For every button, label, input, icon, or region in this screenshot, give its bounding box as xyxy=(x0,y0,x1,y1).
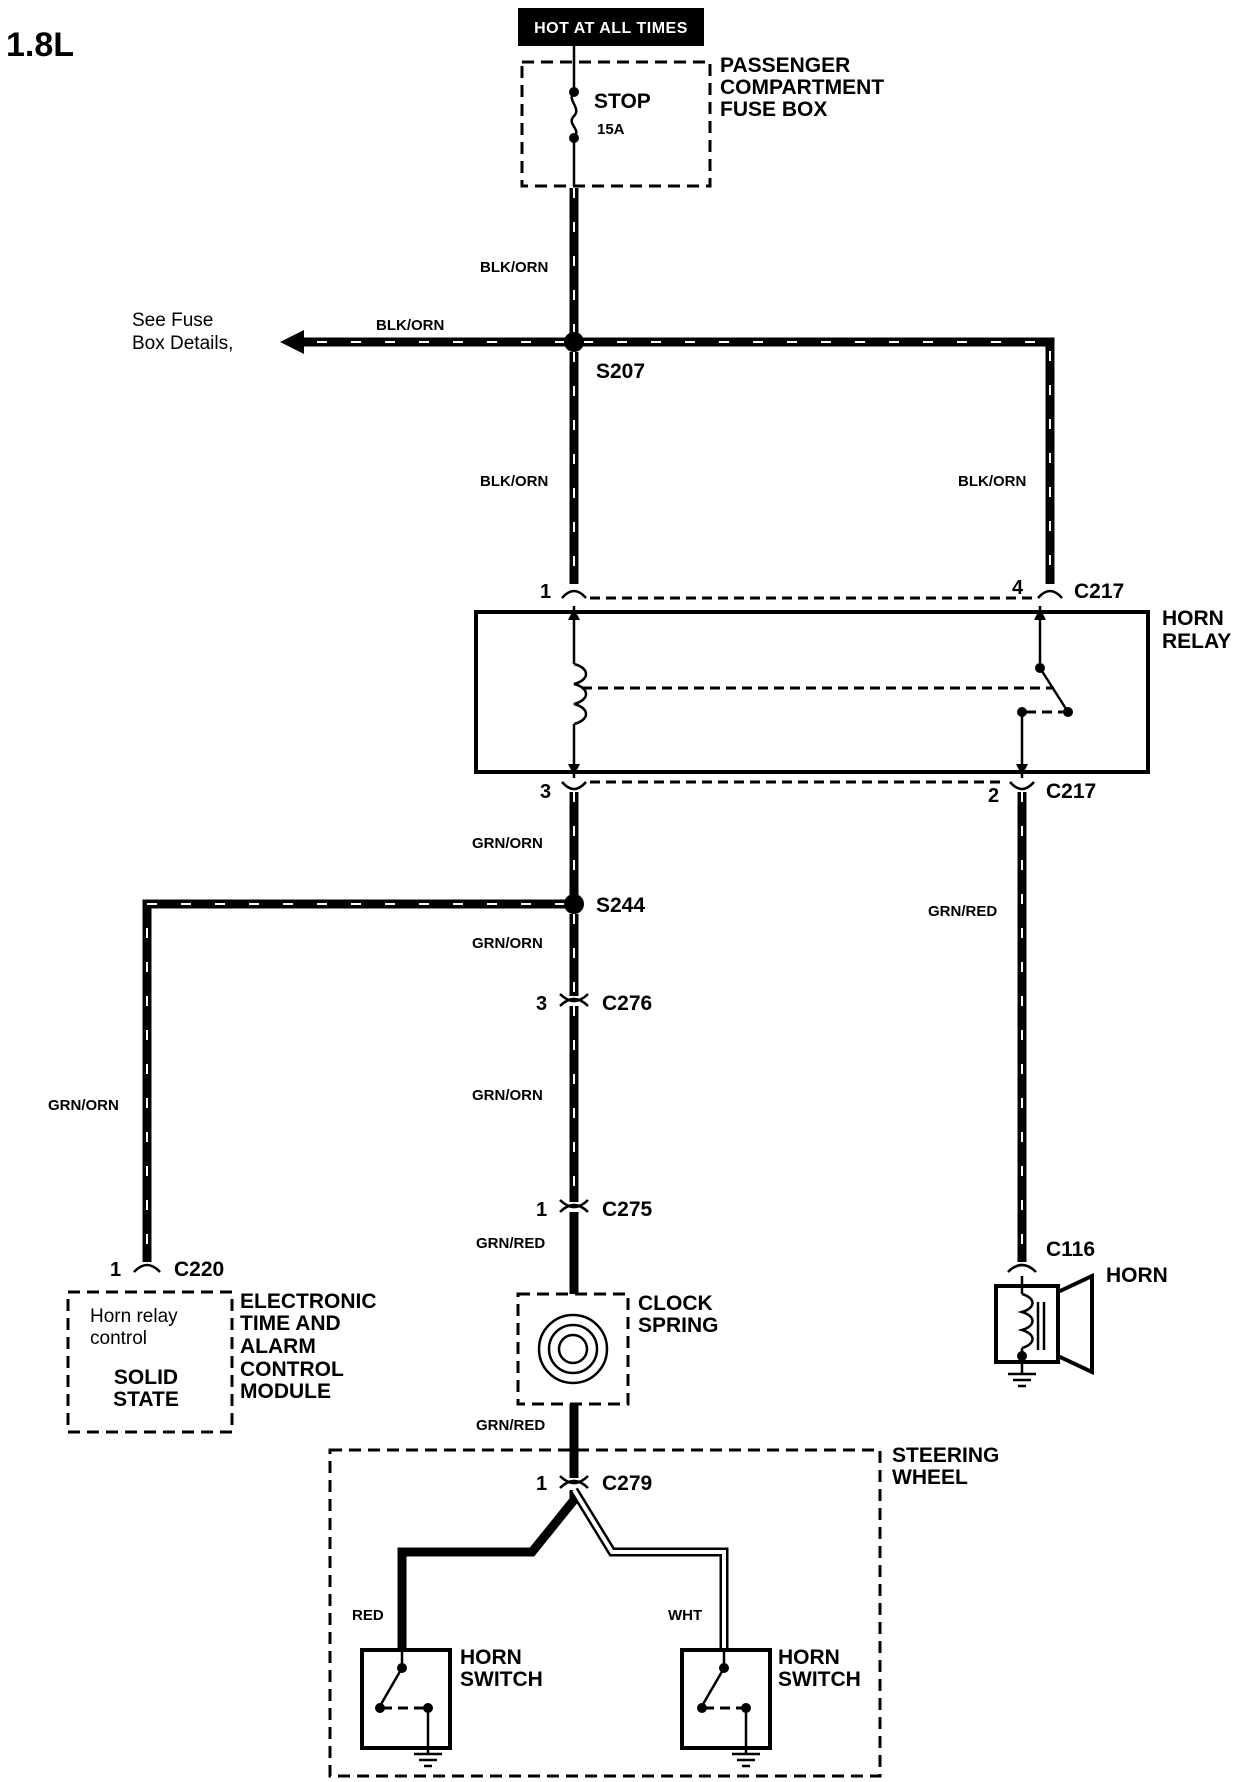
wire-label-red: RED xyxy=(352,1607,384,1624)
wire-label-blk-orn-2: BLK/ORN xyxy=(376,317,444,334)
pin-1-c220: 1 xyxy=(110,1259,121,1281)
horn-switch-right xyxy=(680,1648,772,1768)
splice-s244-label: S244 xyxy=(596,894,645,917)
see-fuse-line-2: Box Details, xyxy=(132,333,233,354)
module-label-2: TIME AND xyxy=(240,1312,341,1335)
splice-s207 xyxy=(564,332,584,352)
passenger-fuse-box: STOP 15A xyxy=(520,60,712,188)
module-label-1: ELECTRONIC xyxy=(240,1290,377,1313)
horn-switch-right-label-2: SWITCH xyxy=(778,1668,861,1691)
horn-relay xyxy=(474,606,1150,778)
connector-c279-label: C279 xyxy=(602,1472,652,1495)
connector-c220 xyxy=(133,1263,161,1273)
wire-label-grn-orn-1: GRN/ORN xyxy=(472,835,543,852)
horn-switch-left xyxy=(360,1648,452,1768)
horn-relay-label-1: HORN xyxy=(1162,607,1224,630)
wire-label-blk-orn-1: BLK/ORN xyxy=(480,259,548,276)
horn-switch-left-label-1: HORN xyxy=(460,1646,522,1669)
connector-c220-label: C220 xyxy=(174,1258,224,1281)
connector-c217-bottom-label: C217 xyxy=(1046,780,1096,803)
pin-1-top: 1 xyxy=(540,581,551,603)
module-label-4: CONTROL xyxy=(240,1358,344,1381)
wire-label-blk-orn-3: BLK/ORN xyxy=(480,473,548,490)
arrow-left-icon xyxy=(280,330,304,354)
connector-c276 xyxy=(559,993,589,1007)
connector-c217-top-label: C217 xyxy=(1074,580,1124,603)
splice-s244 xyxy=(564,894,584,914)
wire-label-grn-red-right: GRN/RED xyxy=(928,903,997,920)
wire-label-grn-red-1: GRN/RED xyxy=(476,1235,545,1252)
connector-c217-bottom xyxy=(561,780,1035,791)
electronic-time-alarm-module: Horn relay control SOLID STATE xyxy=(66,1290,234,1434)
horn-relay-label-2: RELAY xyxy=(1162,630,1231,653)
clock-spring-label-1: CLOCK xyxy=(638,1292,713,1315)
module-inner-line-2: control xyxy=(90,1328,147,1349)
see-fuse-line-1: See Fuse xyxy=(132,310,213,331)
module-state-line-1: SOLID xyxy=(114,1366,178,1389)
steering-wheel-label-1: STEERING xyxy=(892,1444,999,1467)
module-inner-line-1: Horn relay xyxy=(90,1306,178,1327)
fuse-rating: 15A xyxy=(597,121,625,138)
horn xyxy=(994,1272,1094,1388)
connector-c276-label: C276 xyxy=(602,992,652,1015)
splice-s207-label: S207 xyxy=(596,360,645,383)
wire-label-grn-orn-3: GRN/ORN xyxy=(472,1087,543,1104)
module-label-3: ALARM xyxy=(240,1335,316,1358)
clock-spring-label-2: SPRING xyxy=(638,1314,719,1337)
fuse-name: STOP xyxy=(594,90,651,113)
clock-spring xyxy=(516,1292,630,1406)
wire-label-grn-orn-left: GRN/ORN xyxy=(48,1097,119,1114)
fuse-box-label-2: COMPARTMENT xyxy=(720,76,884,99)
pin-1-c279: 1 xyxy=(536,1473,547,1495)
fuse-box-label-1: PASSENGER xyxy=(720,54,850,77)
connector-c217-top xyxy=(561,589,1063,600)
pin-1-c275: 1 xyxy=(536,1199,547,1221)
connector-c275 xyxy=(559,1199,589,1213)
hot-at-all-times-header: HOT AT ALL TIMES xyxy=(518,8,704,46)
module-label-5: MODULE xyxy=(240,1380,331,1403)
engine-title: 1.8L xyxy=(6,26,74,64)
steering-wheel xyxy=(328,1448,882,1778)
connector-c116-label: C116 xyxy=(1046,1238,1095,1261)
wire-label-wht: WHT xyxy=(668,1607,702,1624)
pin-3-top: 3 xyxy=(540,781,551,803)
horn-switch-left-label-2: SWITCH xyxy=(460,1668,543,1691)
header-label: HOT AT ALL TIMES xyxy=(534,20,688,37)
horn-switch-right-label-1: HORN xyxy=(778,1646,840,1669)
wire-label-grn-red-2: GRN/RED xyxy=(476,1417,545,1434)
connector-c116 xyxy=(1007,1263,1037,1273)
horn-label: HORN xyxy=(1106,1264,1168,1287)
pin-2: 2 xyxy=(988,785,999,807)
connector-c275-label: C275 xyxy=(602,1198,653,1221)
wire-label-blk-orn-4: BLK/ORN xyxy=(958,473,1026,490)
steering-wheel-label-2: WHEEL xyxy=(892,1466,968,1489)
pin-4: 4 xyxy=(1012,577,1024,599)
pin-3-c276: 3 xyxy=(536,993,547,1015)
module-state-line-2: STATE xyxy=(113,1388,179,1411)
fuse-box-label-3: FUSE BOX xyxy=(720,98,827,121)
connector-c279 xyxy=(559,1475,589,1489)
wire-label-grn-orn-2: GRN/ORN xyxy=(472,935,543,952)
